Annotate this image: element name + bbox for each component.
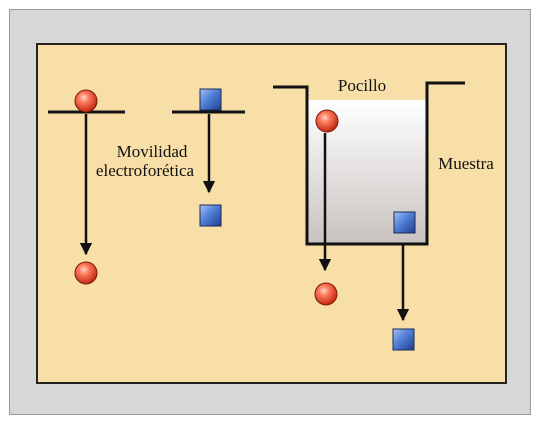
- migrated-cube-icon: [392, 328, 415, 351]
- cube-start-icon: [199, 88, 222, 111]
- sample-cube-icon: [393, 211, 416, 234]
- sphere-start-icon: [74, 89, 98, 113]
- gel-panel: [36, 43, 507, 384]
- mobility-label-line2: electroforética: [96, 161, 195, 180]
- sphere-end-icon: [74, 261, 98, 285]
- sample-sphere-icon: [315, 109, 339, 133]
- sample-label: Muestra: [438, 154, 494, 173]
- mobility-label-line1: Movilidad: [117, 142, 188, 161]
- cube-end-icon: [199, 204, 222, 227]
- migrated-sphere-icon: [314, 282, 338, 306]
- well-label: Pocillo: [338, 76, 386, 95]
- well-outline: [273, 81, 465, 246]
